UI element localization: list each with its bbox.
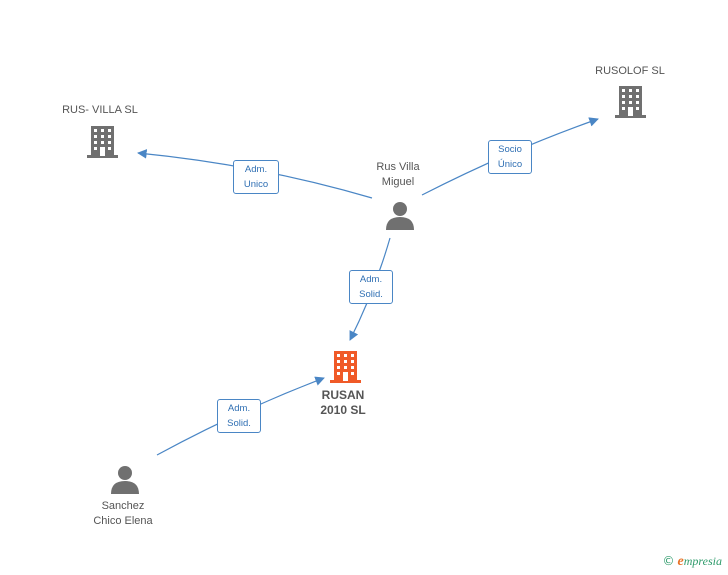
- edge-label-line: Adm.: [227, 403, 251, 414]
- brand-initial: e: [677, 554, 684, 569]
- person-icon-sanchez-chico-elena[interactable]: [111, 466, 139, 494]
- node-label-rus-villa-sl[interactable]: RUS- VILLA SL: [62, 104, 138, 116]
- node-label-rusan-2010-sl[interactable]: RUSAN 2010 SL: [293, 388, 393, 418]
- edge-label-adm-solid-elena: Adm. Solid.: [217, 399, 261, 433]
- building-icon-rusan-2010-sl[interactable]: [330, 351, 361, 383]
- copyright-symbol: ©: [662, 554, 675, 568]
- building-icon-rus-villa-sl[interactable]: [87, 126, 118, 158]
- node-label-rus-villa-miguel[interactable]: Rus Villa Miguel: [348, 160, 448, 190]
- node-label-sanchez-chico-elena[interactable]: Sanchez Chico Elena: [68, 499, 178, 529]
- node-label-rusolof-sl[interactable]: RUSOLOF SL: [595, 65, 665, 77]
- node-label-line: Miguel: [381, 176, 415, 188]
- edge-label-line: Unico: [243, 179, 269, 190]
- edge-label-line: Adm.: [244, 164, 268, 175]
- edge-label-line: Solid.: [359, 289, 383, 300]
- person-icon-rus-villa-miguel[interactable]: [386, 202, 414, 230]
- node-label-line: Sanchez: [101, 500, 145, 512]
- brand-name: mpresia: [683, 554, 722, 568]
- empresia-logo: ©empresia: [663, 554, 722, 570]
- edge-label-adm-unico: Adm. Unico: [233, 160, 279, 194]
- building-icon-rusolof-sl[interactable]: [615, 86, 646, 118]
- edge-label-socio-unico: Socio Único: [488, 140, 532, 174]
- edge-label-line: Adm.: [359, 274, 383, 285]
- edge-label-line: Único: [497, 159, 523, 170]
- edge-label-line: Socio: [498, 144, 522, 155]
- node-label-line: Rus Villa: [376, 161, 420, 173]
- node-label-line: RUSAN: [321, 388, 365, 402]
- edge-label-line: Solid.: [227, 418, 251, 429]
- node-label-line: Chico Elena: [93, 515, 153, 527]
- edge-label-adm-solid-miguel: Adm. Solid.: [349, 270, 393, 304]
- node-label-line: 2010 SL: [320, 403, 366, 417]
